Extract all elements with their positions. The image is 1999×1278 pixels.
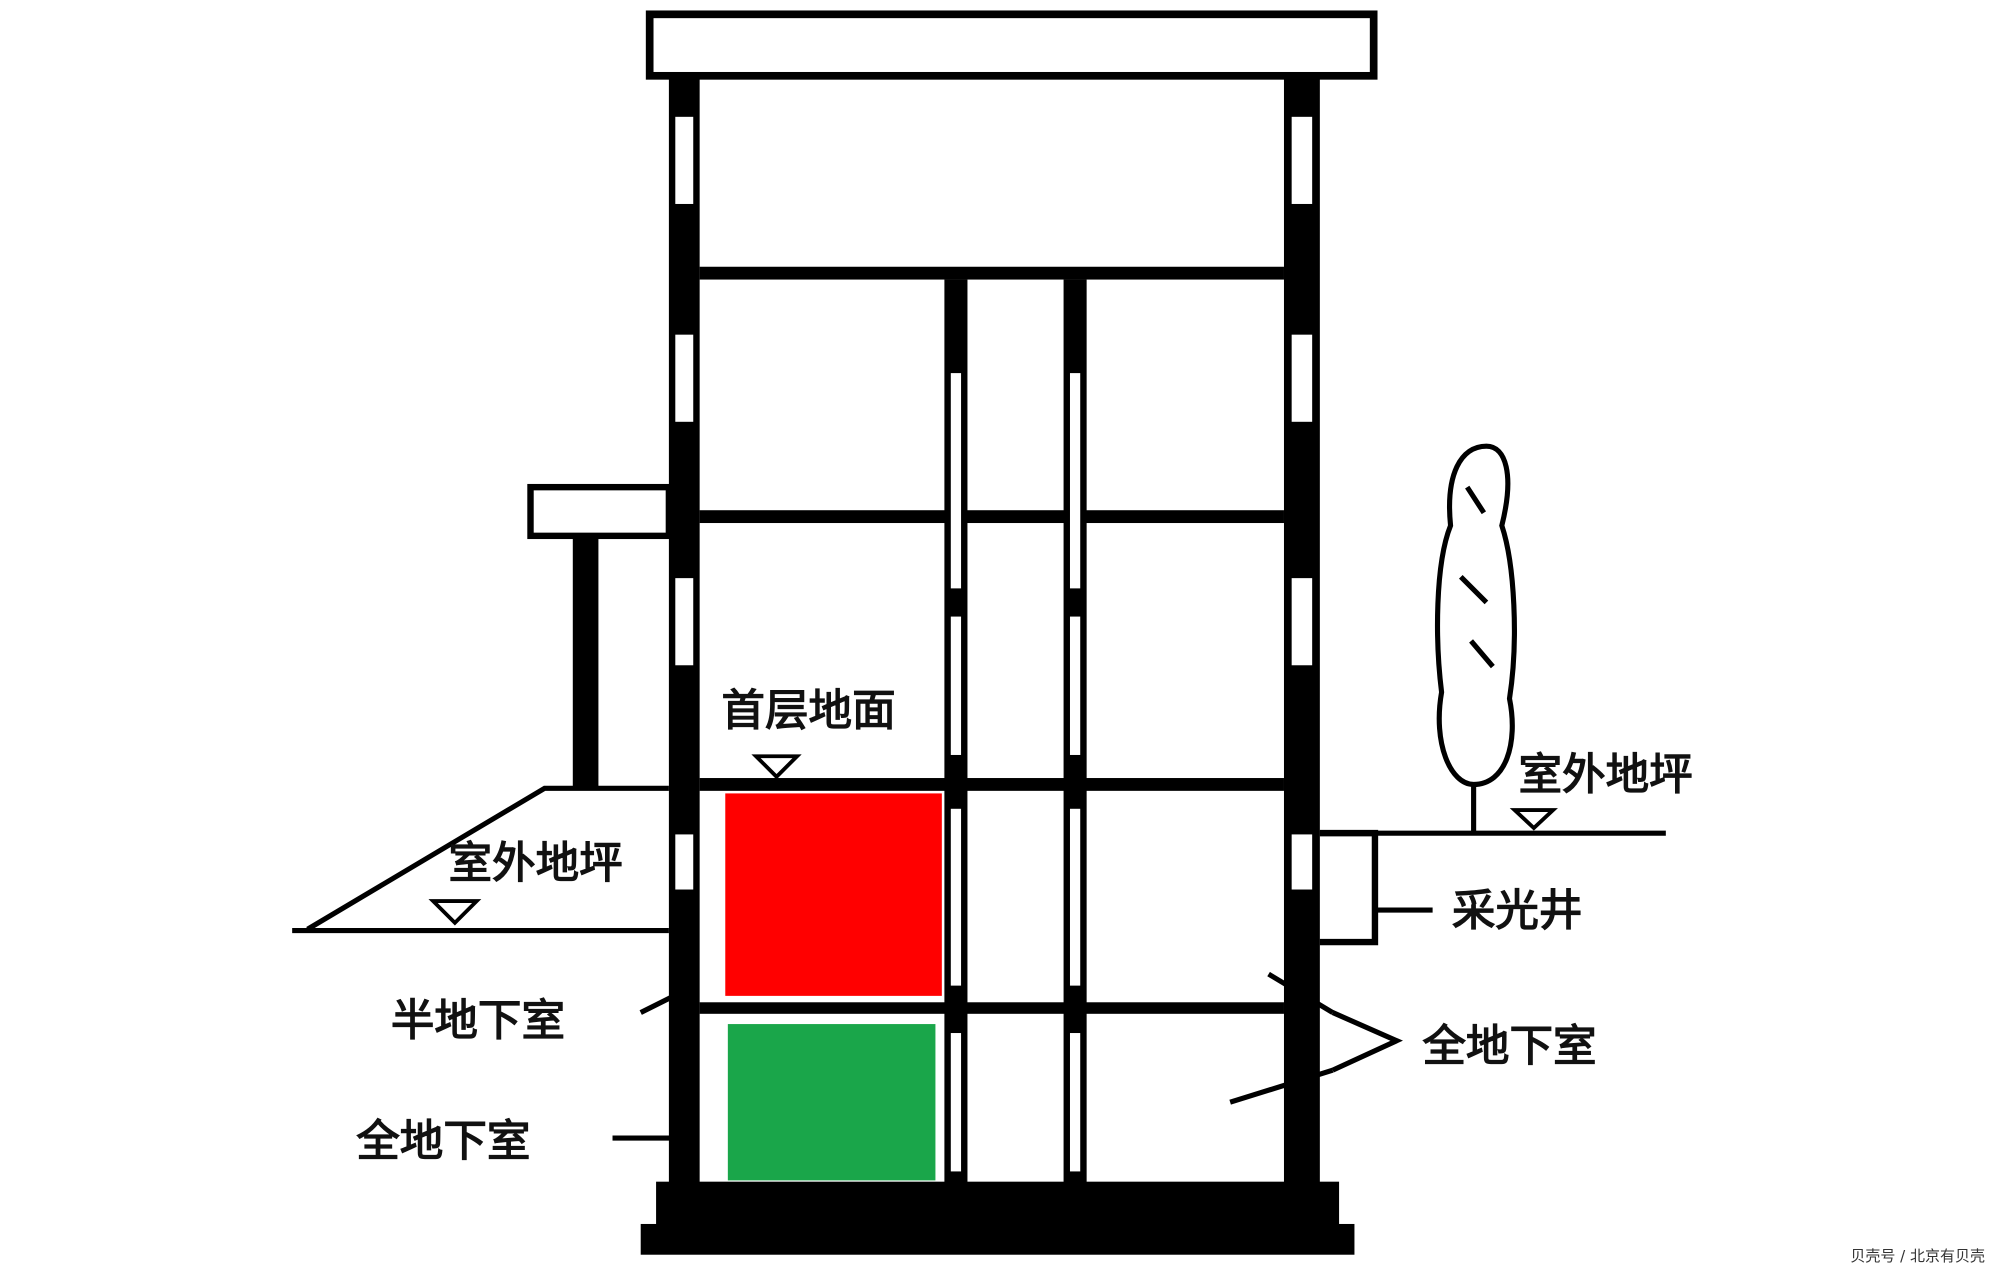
semi-basement-label: 半地下室	[391, 997, 565, 1047]
level-marker-icon	[428, 899, 482, 926]
canopy-post	[572, 535, 599, 789]
light-well	[1319, 829, 1379, 946]
floor-slab	[699, 510, 1284, 524]
tree-icon	[1435, 443, 1517, 834]
floor-slab	[699, 1002, 1284, 1014]
floor-slab	[699, 778, 1284, 791]
full-basement-left-label: 全地下室	[355, 1117, 530, 1167]
light-well-label: 采光井	[1452, 886, 1583, 936]
level-marker-icon	[1509, 808, 1558, 831]
full-basement-highlight	[727, 1024, 936, 1181]
level-marker-icon	[751, 754, 802, 780]
outdoor-ground-right-label: 室外地坪	[1518, 751, 1692, 801]
foundation-base	[640, 1223, 1355, 1255]
watermark: 贝壳号 / 北京有贝壳	[1850, 1247, 1985, 1265]
windows	[672, 114, 1315, 1174]
full-basement-right-label: 全地下室	[1421, 1022, 1596, 1072]
roof-slab	[645, 10, 1378, 80]
semi-basement-highlight	[725, 793, 942, 996]
canopy-slab	[527, 483, 673, 540]
floor-slab	[699, 266, 1284, 280]
foundation	[656, 1181, 1340, 1226]
left-ground-slope	[306, 785, 669, 932]
first-floor-label: 首层地面	[721, 686, 895, 736]
outdoor-ground-left-label: 室外地坪	[448, 839, 622, 889]
